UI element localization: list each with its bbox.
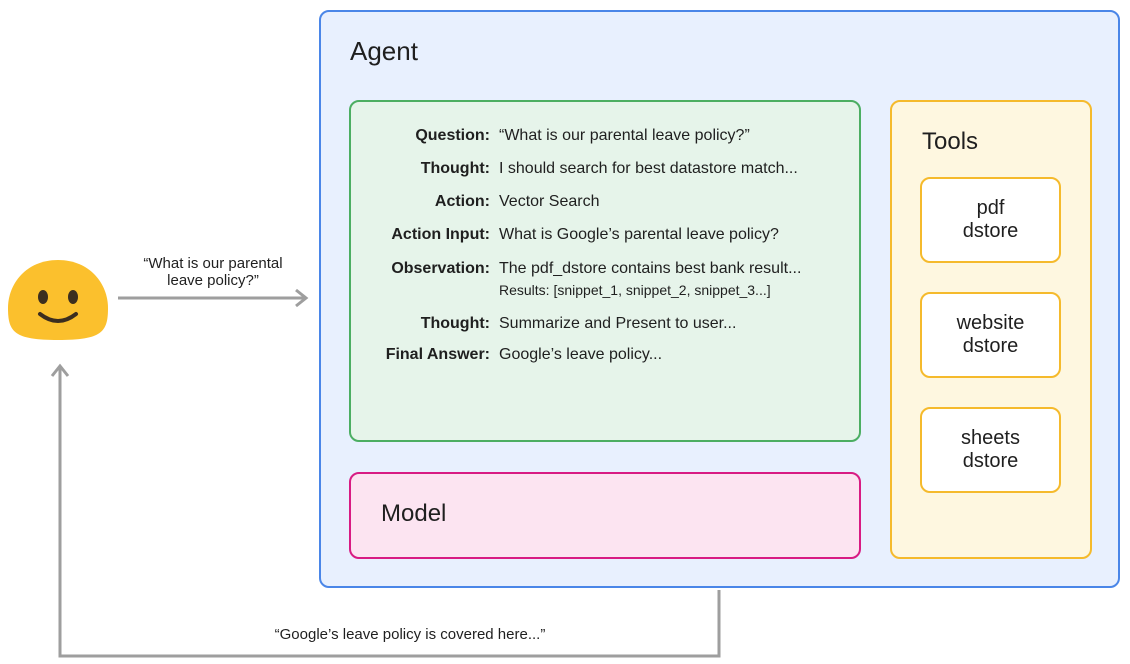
step-key: Question: — [415, 127, 490, 144]
step-key: Thought: — [420, 315, 490, 332]
tool-type: dstore — [962, 450, 1019, 472]
step-value: Vector Search — [499, 193, 600, 210]
tool-name: website — [956, 312, 1025, 334]
step-value: “What is our parental leave policy?” — [499, 127, 750, 144]
tool-sheets-dstore: sheets dstore — [920, 407, 1061, 493]
smiley-face-icon — [8, 260, 108, 340]
tool-website-dstore: website dstore — [920, 292, 1061, 378]
user-query-line1: “What is our parental — [143, 255, 283, 272]
step-key: Observation: — [391, 260, 490, 277]
tools-title: Tools — [922, 128, 979, 155]
step-value: The pdf_dstore contains best bank result… — [499, 260, 802, 277]
tool-name: sheets — [961, 427, 1020, 449]
user-query-label: “What is our parental leave policy?” — [118, 255, 308, 289]
step-value: I should search for best datastore match… — [499, 160, 798, 177]
model-box — [349, 472, 861, 559]
step-key: Thought: — [420, 160, 490, 177]
user-query-line2: leave policy?” — [167, 272, 259, 289]
step-value: What is Google’s parental leave policy? — [499, 226, 779, 243]
reasoning-trace-box — [349, 100, 861, 442]
step-value-extra: Results: [snippet_1, snippet_2, snippet_… — [499, 282, 771, 298]
response-arrow — [58, 366, 721, 658]
step-key: Action Input: — [391, 226, 490, 243]
tool-name: pdf — [976, 197, 1005, 219]
tool-type: dstore — [962, 220, 1019, 242]
step-value: Google’s leave policy... — [499, 346, 663, 363]
tool-pdf-dstore: pdf dstore — [920, 177, 1061, 263]
query-arrow-head — [295, 288, 309, 308]
model-label: Model — [381, 500, 447, 527]
agent-title: Agent — [350, 36, 418, 66]
step-key: Action: — [434, 193, 490, 210]
response-arrow-head — [50, 363, 70, 377]
tool-type: dstore — [962, 335, 1019, 357]
step-key: Final Answer: — [385, 346, 490, 363]
step-value: Summarize and Present to user... — [499, 315, 737, 332]
response-label: “Google’s leave policy is covered here..… — [274, 626, 546, 643]
